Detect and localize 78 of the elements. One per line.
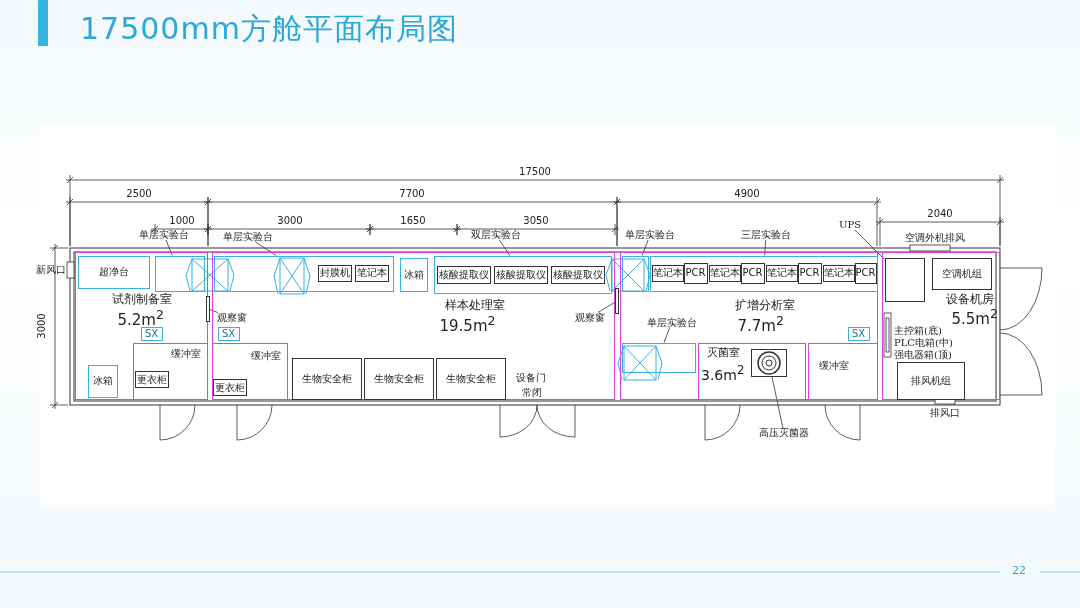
- leader-line: [854, 229, 885, 260]
- room-area: 3.6m$^{2}$: [701, 365, 745, 382]
- dimension-label: 4900: [734, 189, 760, 199]
- dimension-label: 17500: [519, 167, 551, 177]
- equipment-box: 超净台: [77, 255, 150, 289]
- dimension-label: 3000: [277, 216, 303, 226]
- leader-label: 三层实验台: [740, 230, 792, 240]
- dimension-label: 7700: [399, 189, 425, 199]
- room-area: 5.2m$^{2}$: [117, 308, 164, 328]
- dimension-label: 1000: [169, 216, 195, 226]
- lab-bench: [433, 255, 612, 294]
- leader-label: 单层实验台: [645, 317, 698, 328]
- vent-label: 空调外机排风: [905, 233, 965, 243]
- room-area: 5.5m$^{2}$: [951, 307, 998, 327]
- dimension-label: 1650: [400, 216, 426, 226]
- room-name: 缓冲室: [251, 351, 281, 361]
- dimension-label: 2500: [126, 189, 152, 199]
- dimension-label: 2040: [927, 209, 953, 219]
- observation-window: [206, 296, 210, 322]
- leader-line: [764, 239, 767, 256]
- room-name: 缓冲室: [171, 349, 201, 359]
- leader-line: [209, 309, 219, 313]
- equipment-box: 更衣柜: [213, 379, 247, 396]
- room-name: 设备机房: [945, 292, 994, 305]
- ups-cabinet: [884, 257, 925, 302]
- room-outline: [211, 342, 288, 400]
- equipment-box: 生物安全柜: [291, 357, 362, 400]
- leader-line: [597, 301, 616, 313]
- room-name: 缓冲室: [819, 361, 849, 371]
- room-outline: [620, 252, 878, 400]
- lab-bench: [621, 342, 696, 373]
- panel-label: 强电器箱(顶): [894, 350, 952, 360]
- door-label: 设备门: [516, 373, 546, 383]
- room-name: 扩增分析室: [734, 298, 795, 311]
- room-outline: [807, 342, 878, 400]
- dimension-label: 3000: [37, 313, 47, 339]
- room-area: 7.7m$^{2}$: [737, 314, 784, 334]
- page-number: 22: [1012, 565, 1026, 576]
- leader-label: 双层实验台: [470, 230, 522, 240]
- equipment-box: 空调机组: [931, 257, 992, 290]
- leader-line: [663, 327, 670, 343]
- panel-label: PLC电箱(中): [894, 338, 953, 348]
- room-name: 灭菌室: [707, 347, 740, 358]
- autoclave-drawing: [751, 349, 787, 377]
- lab-bench: [154, 255, 205, 292]
- room-outline: [75, 252, 208, 400]
- leader-line: [499, 239, 511, 256]
- lab-bench: [649, 255, 878, 292]
- lab-bench: [213, 255, 394, 292]
- leader-label: 单层实验台: [138, 230, 190, 240]
- leader-label: 单层实验台: [624, 230, 676, 240]
- title: 17500mm方舱平面布局图: [80, 14, 458, 44]
- leader-label: UPS: [838, 220, 862, 230]
- room-outline: [132, 342, 208, 400]
- equipment-box: 更衣柜: [135, 371, 169, 388]
- room-outline: [212, 252, 615, 400]
- vent-label: 新风口: [36, 265, 66, 275]
- leader-label: 高压灭菌器: [758, 428, 810, 438]
- room-outline: [697, 342, 806, 400]
- leader-label: 单层实验台: [222, 232, 274, 242]
- equipment-box: 生物安全柜: [363, 357, 434, 400]
- leader-line: [255, 241, 277, 256]
- leader-label: 观察窗: [573, 312, 606, 323]
- leader-line: [641, 239, 649, 256]
- leader-line: [165, 239, 173, 256]
- room-name: 样本处理室: [444, 298, 505, 311]
- dimension-label: 3050: [523, 216, 549, 226]
- equipment-box: 生物安全柜: [435, 357, 506, 400]
- lab-bench: [621, 255, 649, 292]
- equipment-box: 排风机组: [896, 361, 965, 400]
- room-area: 19.5m$^{2}$: [439, 314, 496, 334]
- door-label: 常闭: [522, 388, 542, 398]
- room-outline: [882, 252, 1000, 400]
- room-name: 试剂制备室: [111, 292, 172, 305]
- observation-window: [615, 288, 619, 314]
- panel-label: 主控箱(底): [894, 326, 942, 336]
- leader-line: [771, 376, 784, 429]
- leader-label: 观察窗: [215, 312, 248, 323]
